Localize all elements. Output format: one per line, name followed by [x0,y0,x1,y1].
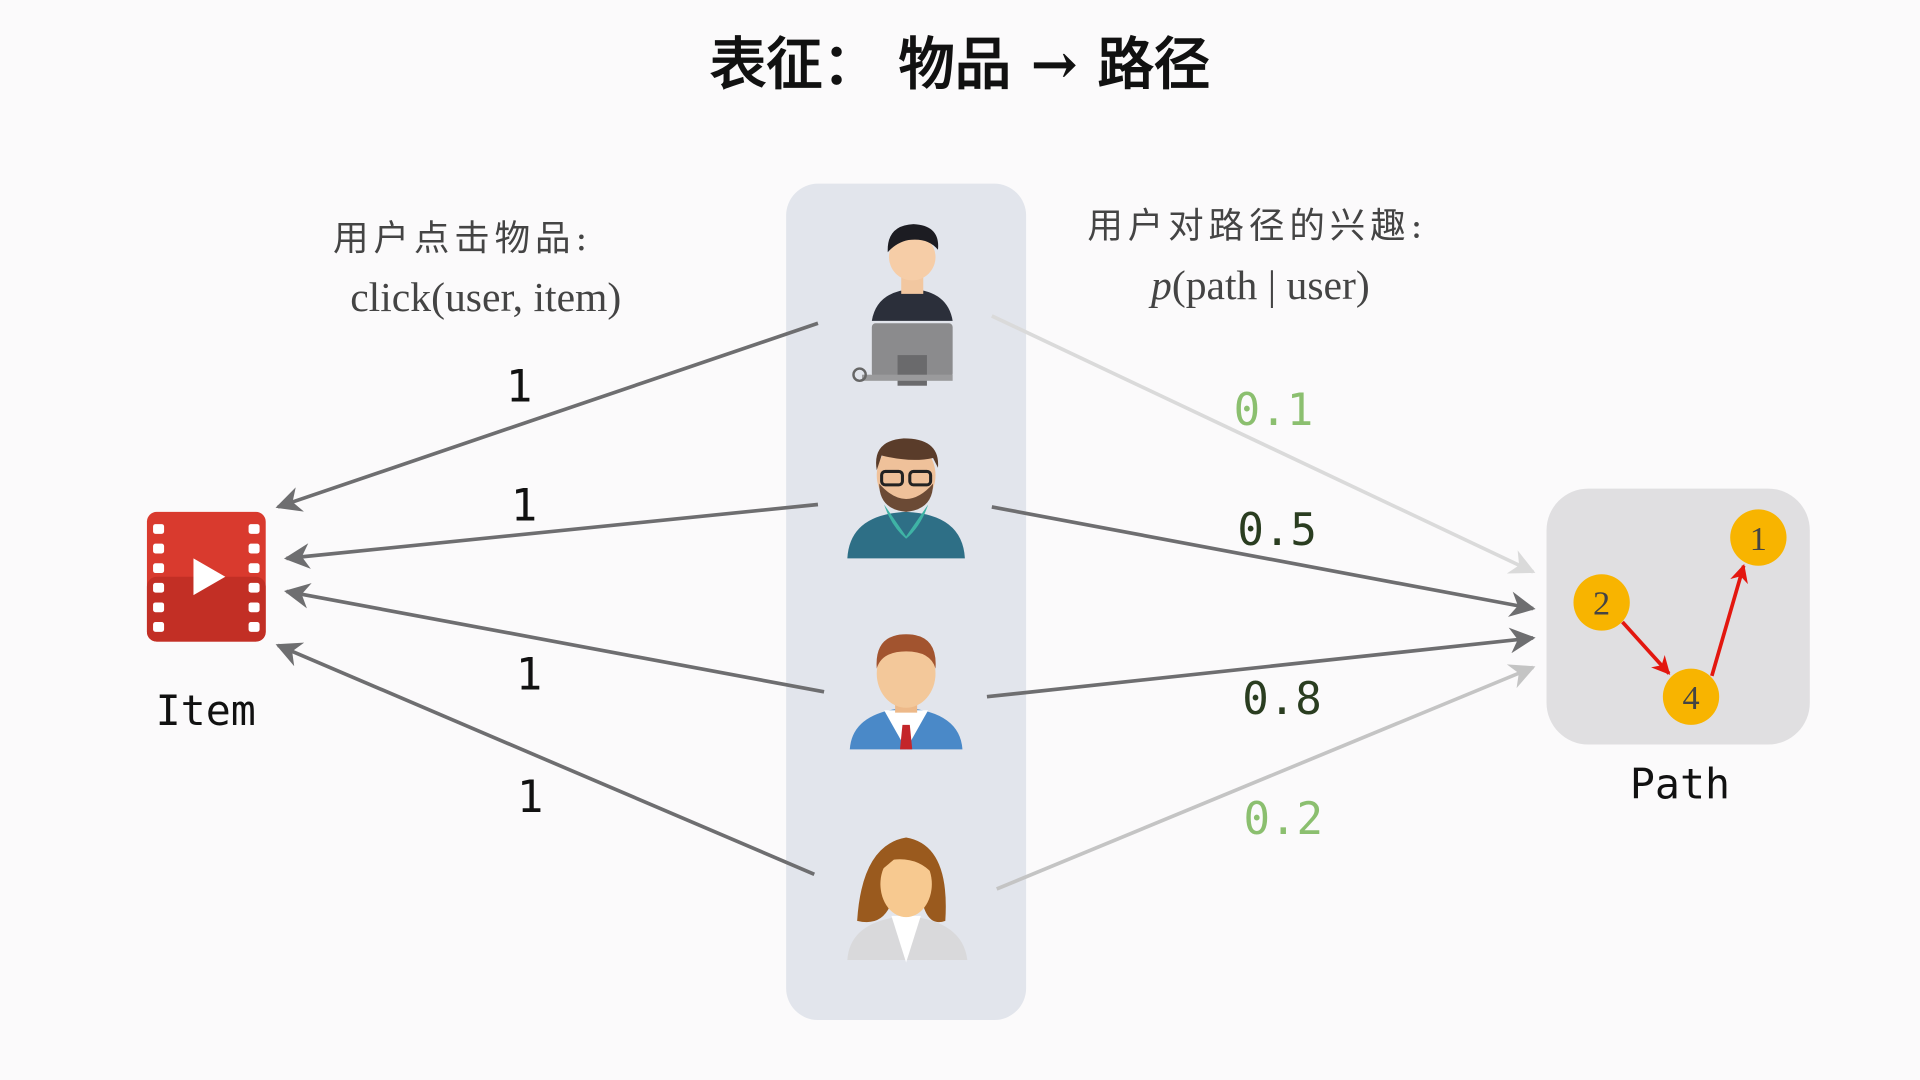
click-arrow-3 [284,583,825,694]
path-edge-4-1 [1710,563,1748,677]
user-with-tie-icon [849,634,963,750]
play-icon [193,558,226,596]
left-label-formula: click(user, item) [350,275,621,321]
right-label-formula: p(path | user) [1148,263,1370,309]
click-value: 1 [506,362,533,413]
right-label-title: 用户对路径的兴趣: [1087,206,1427,247]
interest-value: 0.1 [1234,385,1314,436]
path-edge-2-4 [1621,620,1671,675]
interest-value: 0.5 [1237,505,1317,556]
interest-value: 0.2 [1243,794,1323,845]
click-value: 1 [517,772,544,823]
click-arrow-4 [275,642,816,876]
click-value: 1 [516,649,543,700]
path-node-label: 1 [1750,520,1767,558]
interest-arrow-3 [986,627,1536,699]
click-arrow-1 [275,321,819,512]
path-label: Path [1630,759,1730,808]
user-at-computer-icon [852,224,953,386]
users-panel [786,183,1027,1020]
interest-arrow-2 [991,505,1536,617]
video-item-icon [146,511,266,642]
user-woman-icon [847,837,968,963]
interest-value: 0.8 [1242,674,1322,725]
path-node-4 [1662,668,1720,725]
click-arrow-2 [283,502,819,569]
path-node-label: 4 [1682,679,1699,717]
path-node-2 [1573,574,1630,631]
item-label: Item [156,686,256,735]
interest-arrow-4 [996,664,1536,891]
user-with-glasses-icon [847,438,965,559]
interest-arrow-1 [991,314,1536,574]
path-node-1 [1730,509,1787,566]
path-node-label: 2 [1593,585,1610,623]
click-value: 1 [511,480,538,531]
left-label-title: 用户点击物品: [333,218,592,259]
page-title: 表征： 物品 → 路径 [710,31,1210,97]
